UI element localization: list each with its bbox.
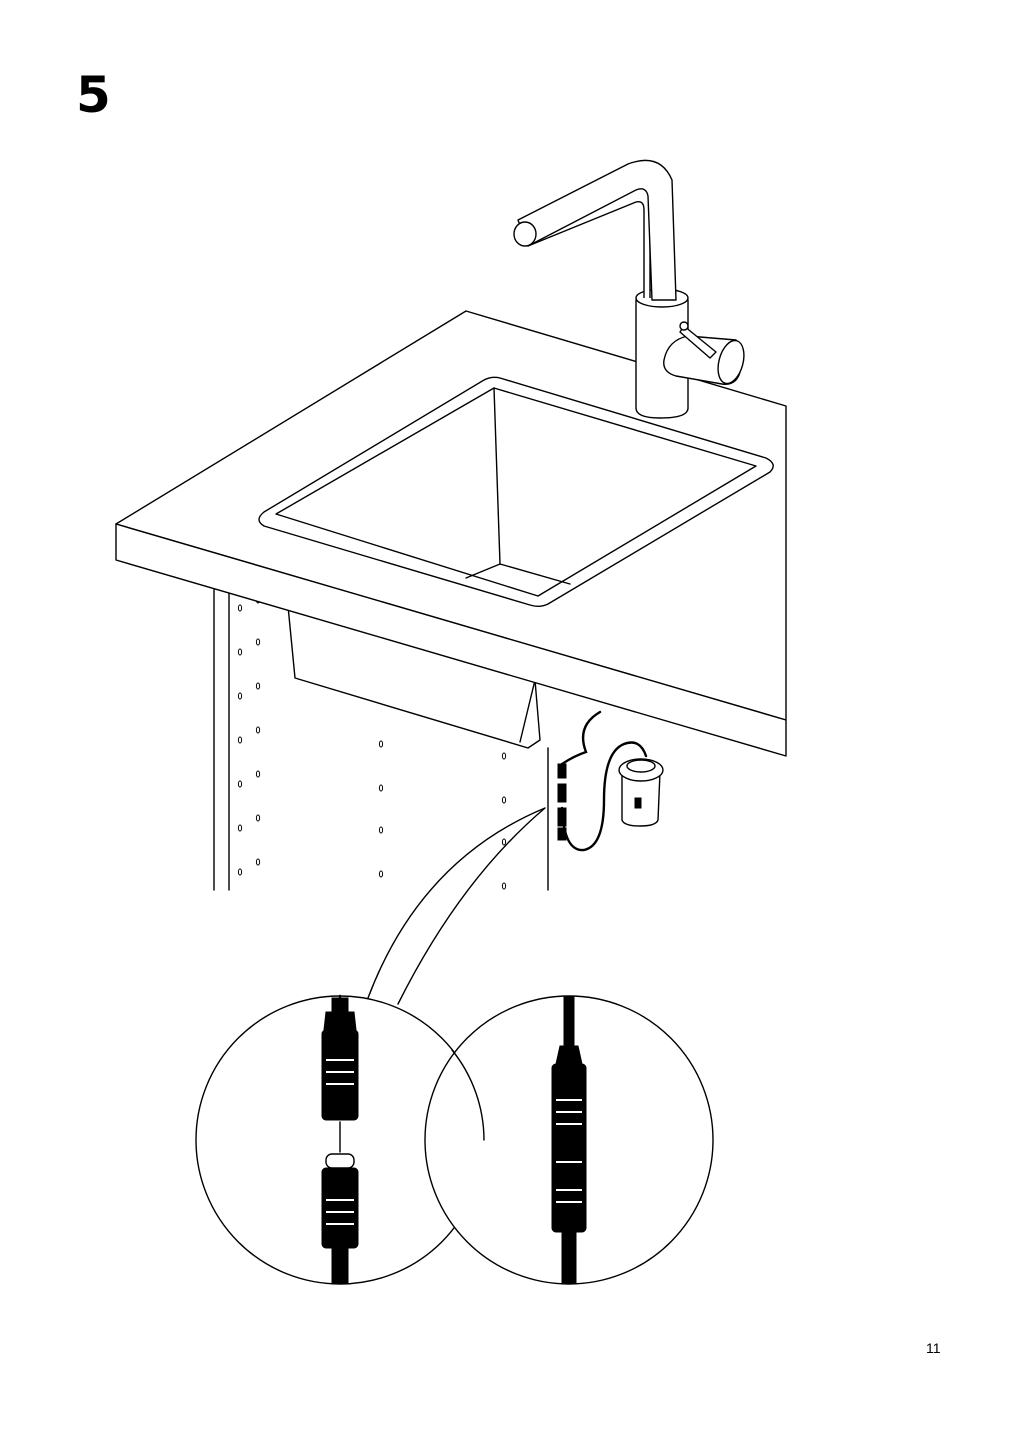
connector-small [557, 763, 567, 841]
shelf-holes [237, 596, 507, 890]
sink [258, 376, 774, 607]
callout-pointer [367, 807, 546, 1005]
cable [557, 710, 648, 852]
filter-cartridge [618, 758, 664, 827]
cabinet [213, 587, 549, 891]
page-number: 11 [926, 1340, 941, 1356]
connector-detail-separated [195, 994, 485, 1285]
connector-detail-connected [424, 995, 714, 1285]
faucet [513, 159, 745, 419]
step-number: 5 [76, 66, 111, 124]
